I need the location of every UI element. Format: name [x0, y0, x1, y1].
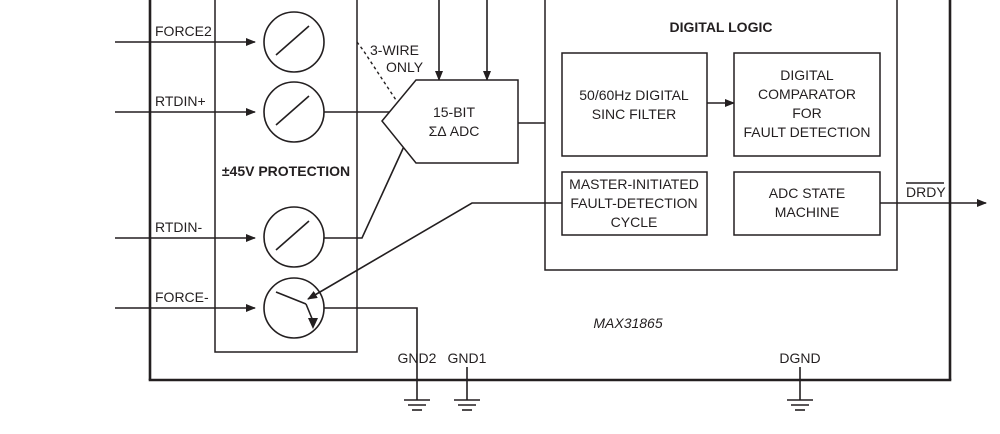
- pin-rtdin-minus-label: RTDIN-: [155, 219, 203, 235]
- sinc-filter-block: [561, 52, 708, 157]
- three-wire-dashed-link: [356, 41, 397, 101]
- fault-cycle-line3: CYCLE: [611, 214, 658, 230]
- force-minus-to-gnd2-wire: [324, 307, 418, 380]
- pin-rtdin-plus-label: RTDIN+: [155, 93, 206, 109]
- comparator-block: [733, 52, 881, 157]
- switch-force2: [263, 11, 325, 73]
- fault-cycle-line1: MASTER-INITIATED: [569, 176, 699, 192]
- three-wire-only-label: ONLY: [386, 59, 424, 75]
- pin-force2-label: FORCE2: [155, 23, 212, 39]
- fault-cycle-block: [561, 171, 708, 236]
- three-wire-label: 3-WIRE: [370, 42, 419, 58]
- fault-cycle-control-wire: [307, 202, 562, 300]
- sinc-filter-line1: 50/60Hz DIGITAL: [579, 87, 689, 103]
- fault-cycle-line2: FAULT-DETECTION: [570, 195, 697, 211]
- pin-drdy-label: DRDY: [906, 184, 946, 200]
- protection-label: ±45V PROTECTION: [222, 163, 350, 179]
- state-machine-line2: MACHINE: [775, 204, 840, 220]
- state-machine-block: [733, 171, 881, 236]
- dgnd-ground-symbol: [787, 380, 813, 411]
- gnd1-ground-symbol: [454, 380, 480, 411]
- pin-gnd1-label: GND1: [448, 350, 487, 366]
- pin-force-minus-label: FORCE-: [155, 289, 209, 305]
- chip-outline: [148, 0, 952, 382]
- switch-rtdin-minus: [263, 206, 325, 268]
- comparator-line4: FAULT DETECTION: [743, 124, 870, 140]
- sinc-filter-line2: SINC FILTER: [592, 106, 677, 122]
- digital-logic-title: DIGITAL LOGIC: [670, 19, 773, 35]
- comparator-line2: COMPARATOR: [758, 86, 856, 102]
- adc-line2: ΣΔ ADC: [429, 123, 480, 139]
- part-number: MAX31865: [593, 315, 662, 331]
- comparator-line1: DIGITAL: [780, 67, 834, 83]
- adc-input-minus-wire: [357, 141, 407, 239]
- protection-box: [214, 0, 358, 353]
- pin-gnd2-label: GND2: [398, 350, 437, 366]
- adc-line1: 15-BIT: [433, 104, 475, 120]
- pin-dgnd-label: DGND: [779, 350, 820, 366]
- state-machine-line1: ADC STATE: [769, 185, 846, 201]
- adc-block: [381, 79, 519, 164]
- gnd2-ground-symbol: [404, 380, 430, 411]
- comparator-line3: FOR: [792, 105, 822, 121]
